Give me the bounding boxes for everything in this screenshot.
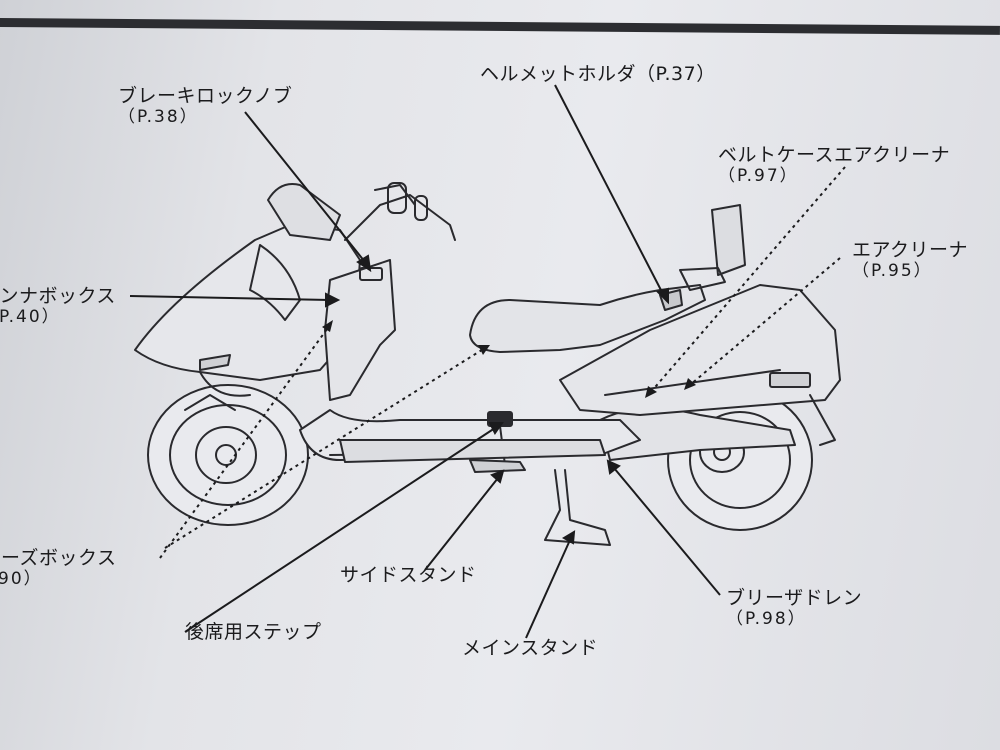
- side-stand-name: サイドスタンド: [340, 564, 477, 586]
- label-belt-case-air-cleaner: ベルトケースエアクリーナ （P.97）: [718, 145, 950, 187]
- label-air-cleaner: エアクリーナ （P.95）: [852, 240, 968, 282]
- air-cleaner-name: エアクリーナ: [852, 239, 969, 261]
- label-inner-box: インナボックス （P.40）: [0, 286, 116, 328]
- front-wheel: [147, 384, 309, 526]
- main-stand-name: メインスタンド: [462, 637, 599, 659]
- brake-lock-name: ブレーキロックノブ: [118, 85, 293, 107]
- fuse-box-name: ヒューズボックス: [0, 547, 117, 569]
- brake-lock-ref: （P.38）: [118, 107, 199, 127]
- label-helmet-holder: ヘルメットホルダ（P.37）: [480, 64, 716, 85]
- inner-box-name: インナボックス: [0, 285, 116, 307]
- helmet-holder-name: ヘルメットホルダ（P.37）: [480, 63, 716, 85]
- fuse-box-ref: （P.90）: [0, 569, 43, 589]
- label-pillion-step: 後席用ステップ: [185, 622, 322, 643]
- label-brake-lock-knob: ブレーキロックノブ （P.38）: [118, 86, 292, 128]
- inner-box-ref: （P.40）: [0, 307, 61, 327]
- breather-drain-name: ブリーザドレン: [726, 587, 863, 609]
- belt-case-air-cleaner-ref: （P.97）: [718, 166, 799, 186]
- label-breather-drain: ブリーザドレン （P.98）: [726, 588, 862, 630]
- pillion-step-name: 後席用ステップ: [185, 621, 322, 643]
- label-side-stand: サイドスタンド: [340, 565, 477, 586]
- breather-drain-ref: （P.98）: [726, 609, 807, 629]
- air-cleaner-ref: （P.95）: [852, 261, 933, 281]
- label-main-stand: メインスタンド: [462, 638, 598, 659]
- label-fuse-box: ヒューズボックス （P.90）: [0, 548, 116, 590]
- belt-case-air-cleaner-name: ベルトケースエアクリーナ: [718, 144, 951, 166]
